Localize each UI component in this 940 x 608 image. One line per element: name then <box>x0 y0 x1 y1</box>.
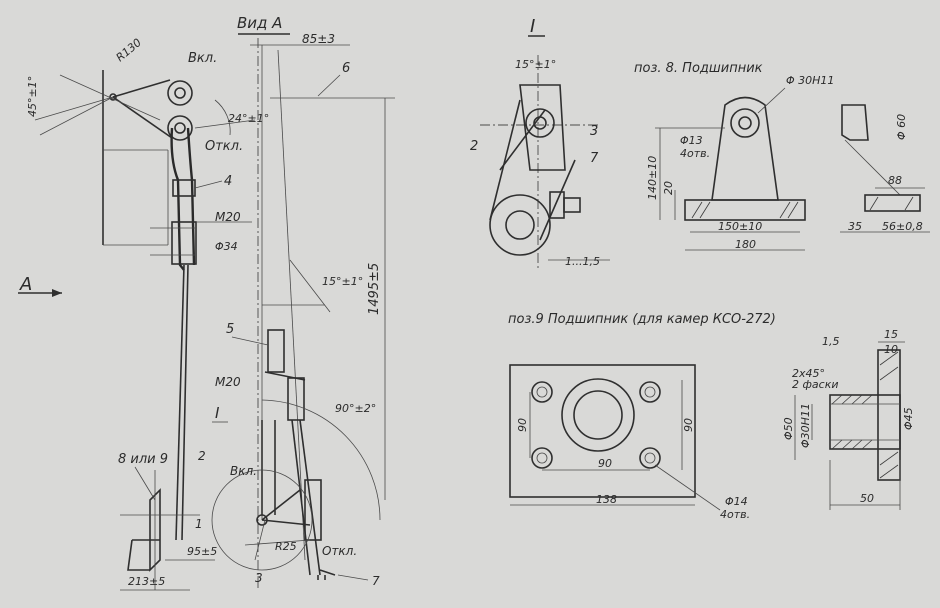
angle-24-label: 24°±1° <box>228 112 269 125</box>
pos9-bore-diameter: Φ30H11 <box>799 403 812 448</box>
detail-i-angle-label: 15°±1° <box>515 58 556 71</box>
callout-7: 7 <box>372 574 380 588</box>
detail-i-marker: I <box>215 404 220 422</box>
pos8-dim-35-label: 35 <box>848 220 862 233</box>
angle-15-label: 15°±1° <box>322 275 363 288</box>
pos9-dim-90-right: 90 <box>682 418 695 432</box>
detail-i-view <box>480 55 610 270</box>
pos9-hole-count: 4отв. <box>720 508 750 521</box>
pos8-hole-diameter-label: Φ13 <box>680 134 703 147</box>
pos8-side-diameter-label: Φ 60 <box>895 114 908 140</box>
pos9-dim-90-vertical: 90 <box>516 418 529 432</box>
pos8-width-180-label: 180 <box>735 238 756 251</box>
view-a-title: Вид А <box>237 14 282 32</box>
callout-1: 1 <box>195 517 203 531</box>
callout-8-or-9: 8 или 9 <box>118 452 168 467</box>
pos9-dim-1-5: 1,5 <box>822 335 840 348</box>
callout-3: 3 <box>255 571 263 585</box>
dim-1495-label: 1495±5 <box>367 263 382 315</box>
radius-r130-label: R130 <box>114 36 144 64</box>
main-view <box>211 38 395 590</box>
callout-4: 4 <box>224 174 232 189</box>
pos8-bearing-view <box>655 96 930 251</box>
pos8-title: поз. 8. Подшипник <box>634 61 763 76</box>
angle-45-label: 45°±1° <box>26 76 39 117</box>
on-position-label: Вкл. <box>188 51 217 66</box>
pos9-outer-diameter: Φ50 <box>782 417 795 440</box>
view-a-arrow-label: А <box>19 274 32 295</box>
off-position-label: Откл. <box>205 139 243 154</box>
detail-i-callout-3: 3 <box>590 124 598 139</box>
detail-i-callout-7: 7 <box>590 151 599 166</box>
dim-85-label: 85±3 <box>302 32 335 46</box>
pos8-dim-56-label: 56±0,8 <box>882 220 923 233</box>
callout-6: 6 <box>342 61 350 76</box>
detail-i-title: I <box>530 16 535 37</box>
diameter-34-label: Φ34 <box>215 240 238 253</box>
pos8-height-label: 140±10 <box>646 156 659 200</box>
off-position-main-label: Откл. <box>322 544 357 558</box>
callout-2: 2 <box>198 449 206 463</box>
pos8-hole-count-label: 4отв. <box>680 147 710 160</box>
detail-i-gap-label: 1...1,5 <box>565 255 600 268</box>
pos9-dim-50: 50 <box>860 492 874 505</box>
left-side-view <box>34 70 256 591</box>
thread-m20-label: M20 <box>215 210 241 224</box>
dim-213-label: 213±5 <box>128 575 165 588</box>
dim-95-label: 95±5 <box>187 545 217 558</box>
pos9-chamfer-count: 2 фаски <box>792 378 838 391</box>
pos8-width-150-label: 150±10 <box>718 220 762 233</box>
pos9-dim-15: 15 <box>884 328 898 341</box>
thread-m20-main-label: M20 <box>215 375 241 389</box>
pos9-hole-diameter: Φ14 <box>725 495 748 508</box>
angle-90-label: 90°±2° <box>335 402 376 415</box>
pos9-title: поз.9 Подшипник (для камер КСО-272) <box>508 312 776 327</box>
pos9-flange-diameter: Φ45 <box>902 407 915 430</box>
pos8-dim-88-label: 88 <box>888 174 902 187</box>
on-position-main-label: Вкл. <box>230 464 257 478</box>
pos9-dim-138: 138 <box>596 493 617 506</box>
pos9-bearing-view <box>509 341 905 511</box>
pos8-base-height-label: 20 <box>662 181 675 195</box>
pos9-chamfer-size: 2x45° <box>792 367 825 380</box>
radius-r25-label: R25 <box>275 540 297 553</box>
pos8-bore-diameter-label: Φ 30H11 <box>786 74 834 87</box>
pos9-dim-90-horizontal: 90 <box>598 457 612 470</box>
callout-5: 5 <box>226 322 234 337</box>
detail-i-callout-2: 2 <box>470 139 478 154</box>
pos9-dim-10: 10 <box>884 343 898 356</box>
